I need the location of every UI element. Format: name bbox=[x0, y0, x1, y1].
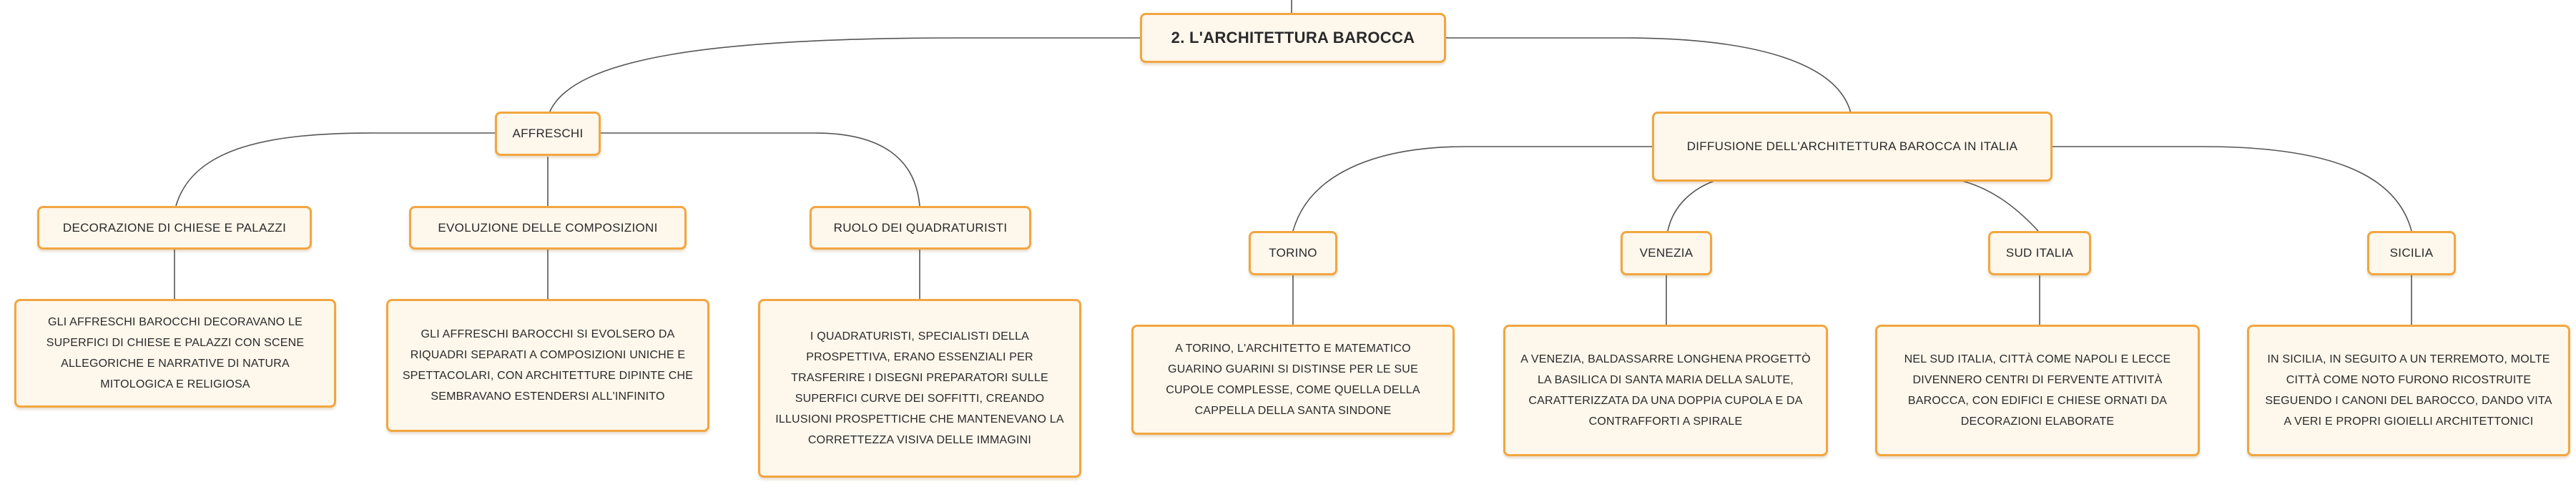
diffusione-title: DIFFUSIONE DELL'ARCHITETTURA BAROCCA IN … bbox=[1686, 139, 2018, 153]
venezia-description[interactable]: A VENEZIA, BALDASSARRE LONGHENA PROGETTÒ… bbox=[1503, 325, 1828, 456]
sicilia-description[interactable]: IN SICILIA, IN SEGUITO A UN TERREMOTO, M… bbox=[2247, 325, 2570, 456]
connector-affreschi-decorazione bbox=[175, 132, 495, 207]
diffusione-node[interactable]: DIFFUSIONE DELL'ARCHITETTURA BAROCCA IN … bbox=[1652, 112, 2053, 182]
decorazione-node[interactable]: DECORAZIONE DI CHIESE E PALAZZI bbox=[37, 206, 312, 250]
venezia-node[interactable]: VENEZIA bbox=[1621, 231, 1712, 275]
sicilia-title: SICILIA bbox=[2389, 246, 2434, 260]
torino-description[interactable]: A TORINO, L'ARCHITETTO E MATEMATICO GUAR… bbox=[1131, 325, 1455, 435]
evoluzione-node[interactable]: EVOLUZIONE DELLE COMPOSIZIONI bbox=[409, 206, 687, 250]
connector-root-diffusione bbox=[1443, 37, 1852, 114]
torino-text: A TORINO, L'ARCHITETTO E MATEMATICO GUAR… bbox=[1166, 343, 1420, 417]
sicilia-text: IN SICILIA, IN SEGUITO A UN TERREMOTO, M… bbox=[2265, 353, 2552, 428]
connector-diffusione-sicilia bbox=[2053, 146, 2412, 232]
connector-diffusione-venezia bbox=[1667, 179, 1717, 232]
evoluzione-title: EVOLUZIONE DELLE COMPOSIZIONI bbox=[438, 220, 658, 235]
affreschi-node[interactable]: AFFRESCHI bbox=[495, 112, 601, 156]
decorazione-title: DECORAZIONE DI CHIESE E PALAZZI bbox=[62, 220, 287, 235]
connector-affreschi-quadraturisti bbox=[601, 132, 920, 207]
evoluzione-text: GLI AFFRESCHI BAROCCHI SI EVOLSERO DA RI… bbox=[402, 328, 694, 403]
connector-diffusione-torino bbox=[1292, 146, 1655, 232]
connector-diffusione-suditalia bbox=[1959, 179, 2039, 232]
decorazione-text: GLI AFFRESCHI BAROCCHI DECORAVANO LE SUP… bbox=[46, 316, 305, 390]
venezia-text: A VENEZIA, BALDASSARRE LONGHENA PROGETTÒ… bbox=[1520, 353, 1811, 428]
quadraturisti-title: RUOLO DEI QUADRATURISTI bbox=[833, 220, 1008, 235]
root-node[interactable]: 2. L'ARCHITETTURA BAROCCA bbox=[1140, 13, 1446, 63]
suditalia-node[interactable]: SUD ITALIA bbox=[1988, 231, 2091, 275]
suditalia-description[interactable]: NEL SUD ITALIA, CITTÀ COME NAPOLI E LECC… bbox=[1875, 325, 2200, 456]
suditalia-text: NEL SUD ITALIA, CITTÀ COME NAPOLI E LECC… bbox=[1904, 353, 2171, 428]
torino-node[interactable]: TORINO bbox=[1249, 231, 1337, 275]
affreschi-title: AFFRESCHI bbox=[512, 127, 584, 140]
quadraturisti-node[interactable]: RUOLO DEI QUADRATURISTI bbox=[810, 206, 1031, 250]
torino-title: TORINO bbox=[1269, 246, 1317, 260]
decorazione-description[interactable]: GLI AFFRESCHI BAROCCHI DECORAVANO LE SUP… bbox=[14, 299, 336, 408]
quadraturisti-description[interactable]: I QUADRATURISTI, SPECIALISTI DELLA PROSP… bbox=[758, 299, 1081, 478]
evoluzione-description[interactable]: GLI AFFRESCHI BAROCCHI SI EVOLSERO DA RI… bbox=[386, 299, 709, 432]
connector-root-affreschi bbox=[549, 37, 1140, 114]
root-title: 2. L'ARCHITETTURA BAROCCA bbox=[1171, 29, 1415, 46]
quadraturisti-text: I QUADRATURISTI, SPECIALISTI DELLA PROSP… bbox=[775, 330, 1064, 446]
sicilia-node[interactable]: SICILIA bbox=[2367, 231, 2456, 275]
suditalia-title: SUD ITALIA bbox=[2005, 246, 2074, 260]
venezia-title: VENEZIA bbox=[1639, 246, 1693, 260]
